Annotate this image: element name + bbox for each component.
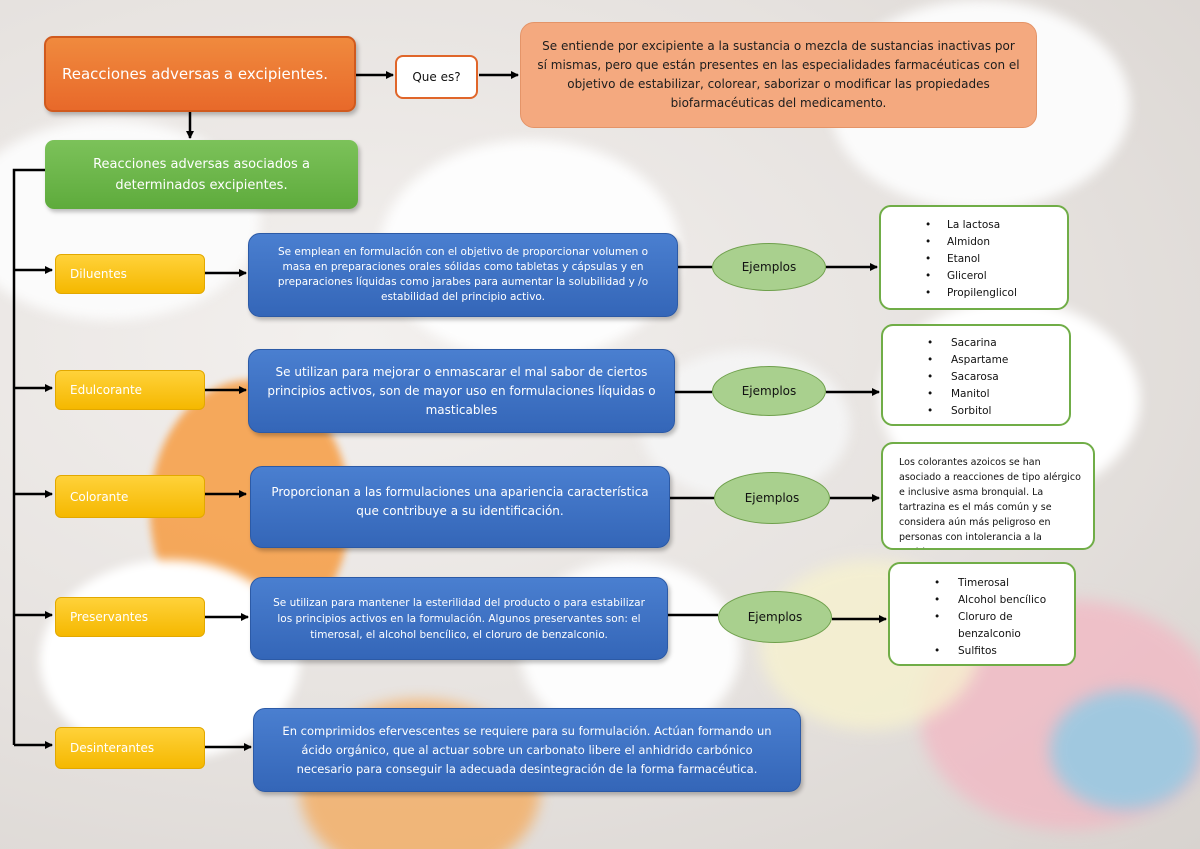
category-label: Desinterantes [70,741,155,755]
subtitle-text: Reacciones adversas asociados a determin… [93,156,310,193]
trunk-line [12,168,45,745]
category-label: Edulcorante [70,383,143,397]
question-label: Que es? [412,70,461,84]
description-desinterantes: En comprimidos efervescentes se requiere… [253,708,801,792]
list-item: Cloruro de benzalconio [890,609,1038,643]
list-item: Sorbitol [883,403,1069,420]
list-item: Sacarina [883,335,1069,352]
category-colorante: Colorante [55,475,205,518]
list-item: Manitol [883,386,1069,403]
list-item: Etanol [881,251,1067,268]
list-item: Sacarosa [883,369,1069,386]
examples-paragraph: Los colorantes azoicos se han asociado a… [899,457,1081,548]
list-item: Glicerol [881,268,1067,285]
category-label: Colorante [70,489,129,504]
description-text: Se utilizan para mejorar o enmascarar el… [267,364,656,417]
examples-text-colorante: Los colorantes azoicos se han asociado a… [881,442,1095,550]
list-item: Almidon [881,234,1067,251]
ejemplos-label: Ejemplos [741,384,797,398]
description-text: Proporcionan a las formulaciones una apa… [271,485,649,518]
ejemplos-label: Ejemplos [747,610,803,624]
examples-list-preservantes: Timerosal Alcohol bencílico Cloruro de b… [888,562,1076,666]
description-preservantes: Se utilizan para mantener la esterilidad… [250,577,668,660]
description-text: Se emplean en formulación con el objetiv… [277,246,649,303]
examples-list-diluentes: La lactosa Almidon Etanol Glicerol Propi… [879,205,1069,310]
list-item: Timerosal [890,575,1074,592]
category-label: Diluentes [70,267,127,281]
main-title: Reacciones adversas a excipientes. [62,65,328,83]
subtitle-box: Reacciones adversas asociados a determin… [45,140,358,209]
ejemplos-ellipse: Ejemplos [718,591,832,643]
list-item: Alcohol bencílico [890,592,1074,609]
definition-box: Se entiende por excipiente a la sustanci… [520,22,1037,128]
category-edulcorante: Edulcorante [55,370,205,410]
category-preservantes: Preservantes [55,597,205,637]
category-desinterantes: Desinterantes [55,727,205,769]
description-text: Se utilizan para mantener la esterilidad… [273,596,645,641]
ejemplos-label: Ejemplos [744,491,800,505]
definition-text: Se entiende por excipiente a la sustanci… [537,39,1020,110]
main-title-box: Reacciones adversas a excipientes. [44,36,356,112]
description-edulcorante: Se utilizan para mejorar o enmascarar el… [248,349,675,433]
description-diluentes: Se emplean en formulación con el objetiv… [248,233,678,317]
ejemplos-label: Ejemplos [741,260,797,274]
category-label: Preservantes [70,610,149,624]
list-item: La lactosa [881,217,1067,234]
examples-list-edulcorante: Sacarina Aspartame Sacarosa Manitol Sorb… [881,324,1071,426]
list-item: Propilenglicol [881,285,1067,302]
category-diluentes: Diluentes [55,254,205,294]
description-colorante: Proporcionan a las formulaciones una apa… [250,466,670,548]
list-item: Aspartame [883,352,1069,369]
description-text: En comprimidos efervescentes se requiere… [282,723,772,776]
question-box: Que es? [395,55,478,99]
ejemplos-ellipse: Ejemplos [712,366,826,416]
ejemplos-ellipse: Ejemplos [712,243,826,291]
ejemplos-ellipse: Ejemplos [714,472,830,524]
list-item: Sulfitos [890,643,1074,660]
